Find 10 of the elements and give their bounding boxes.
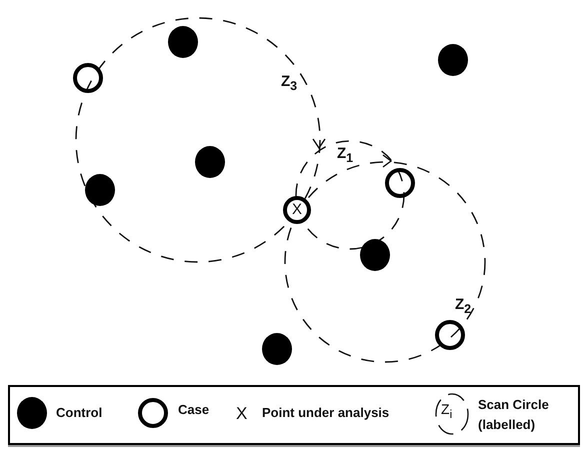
legend-label: Point under analysis <box>262 405 390 421</box>
point-label: X <box>292 202 302 218</box>
legend-symbol: Z$_{i}$ <box>441 401 452 423</box>
circle-label: Z$_{3}$ <box>281 73 298 95</box>
circle-label: Z$_{1}$ <box>337 145 354 167</box>
legend-symbol: X <box>236 404 248 423</box>
circle-label: Z$_{2}$ <box>455 296 472 318</box>
legend-label: Scan Circle (labelled) <box>478 396 550 434</box>
legend-label: Case <box>178 402 210 418</box>
legend-label: Control <box>56 405 102 421</box>
